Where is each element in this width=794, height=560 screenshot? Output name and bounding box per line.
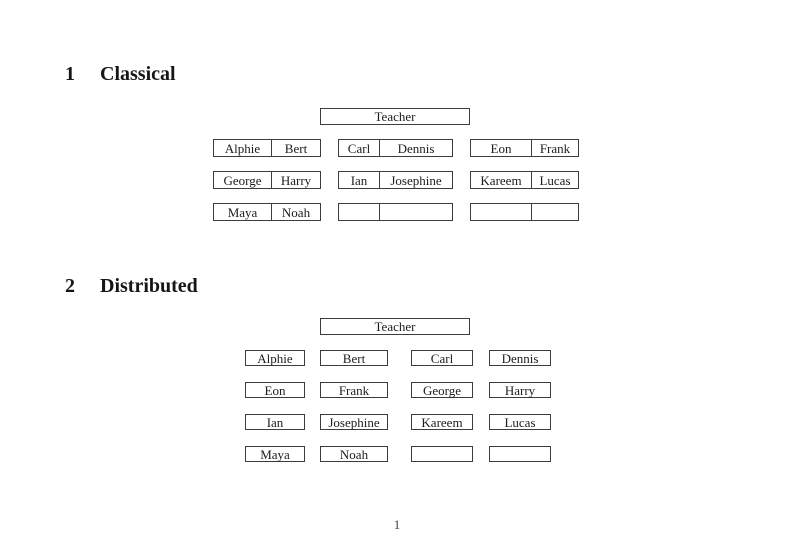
desk-table: Carl Dennis <box>338 139 453 157</box>
desk-cell-empty <box>471 204 531 220</box>
distributed-teacher-box: Teacher <box>320 318 470 335</box>
desk-box: Ian <box>245 414 305 430</box>
section-heading-distributed: 2 Distributed <box>65 275 198 297</box>
desk-box: Eon <box>245 382 305 398</box>
desk-box: Kareem <box>411 414 473 430</box>
teacher-label: Teacher <box>374 109 416 124</box>
desk-box-empty <box>411 446 473 462</box>
desk-box: Harry <box>489 382 551 398</box>
desk-cell: Josephine <box>379 172 452 188</box>
desk-cell: Alphie <box>224 140 261 156</box>
section-number: 2 <box>65 275 75 297</box>
desk-table: Maya Noah <box>213 203 321 221</box>
desk-cell-empty <box>339 204 379 220</box>
desk-cell: Eon <box>490 140 512 156</box>
desk-table: George Harry <box>213 171 321 189</box>
desk-cell: Frank <box>531 140 578 156</box>
desk-cell: George <box>223 172 262 188</box>
desk-table: Alphie Bert <box>213 139 321 157</box>
desk-box: Frank <box>320 382 388 398</box>
desk-box: Noah <box>320 446 388 462</box>
desk-cell: Maya <box>227 204 258 220</box>
section-title: Classical <box>100 63 176 85</box>
page-number: 1 <box>393 517 401 532</box>
desk-table <box>338 203 453 221</box>
desk-table: Eon Frank <box>470 139 579 157</box>
desk-cell: Lucas <box>531 172 578 188</box>
desk-box: Lucas <box>489 414 551 430</box>
desk-cell-empty <box>379 204 452 220</box>
desk-box: Maya <box>245 446 305 462</box>
desk-cell: Noah <box>271 204 320 220</box>
desk-cell: Harry <box>271 172 320 188</box>
desk-table: Ian Josephine <box>338 171 453 189</box>
desk-cell-empty <box>531 204 578 220</box>
desk-cell: Bert <box>271 140 320 156</box>
section-title: Distributed <box>100 275 198 297</box>
desk-cell: Carl <box>347 140 371 156</box>
desk-table <box>470 203 579 221</box>
desk-box: Bert <box>320 350 388 366</box>
desk-cell: Dennis <box>379 140 452 156</box>
classical-teacher-box: Teacher <box>320 108 470 125</box>
desk-box: Alphie <box>245 350 305 366</box>
desk-box-empty <box>489 446 551 462</box>
desk-box: George <box>411 382 473 398</box>
section-number: 1 <box>65 63 75 85</box>
desk-table: Kareem Lucas <box>470 171 579 189</box>
desk-box: Dennis <box>489 350 551 366</box>
desk-cell: Ian <box>350 172 368 188</box>
desk-box: Josephine <box>320 414 388 430</box>
desk-box: Carl <box>411 350 473 366</box>
section-heading-classical: 1 Classical <box>65 63 176 85</box>
teacher-label: Teacher <box>374 319 416 334</box>
desk-cell: Kareem <box>480 172 522 188</box>
